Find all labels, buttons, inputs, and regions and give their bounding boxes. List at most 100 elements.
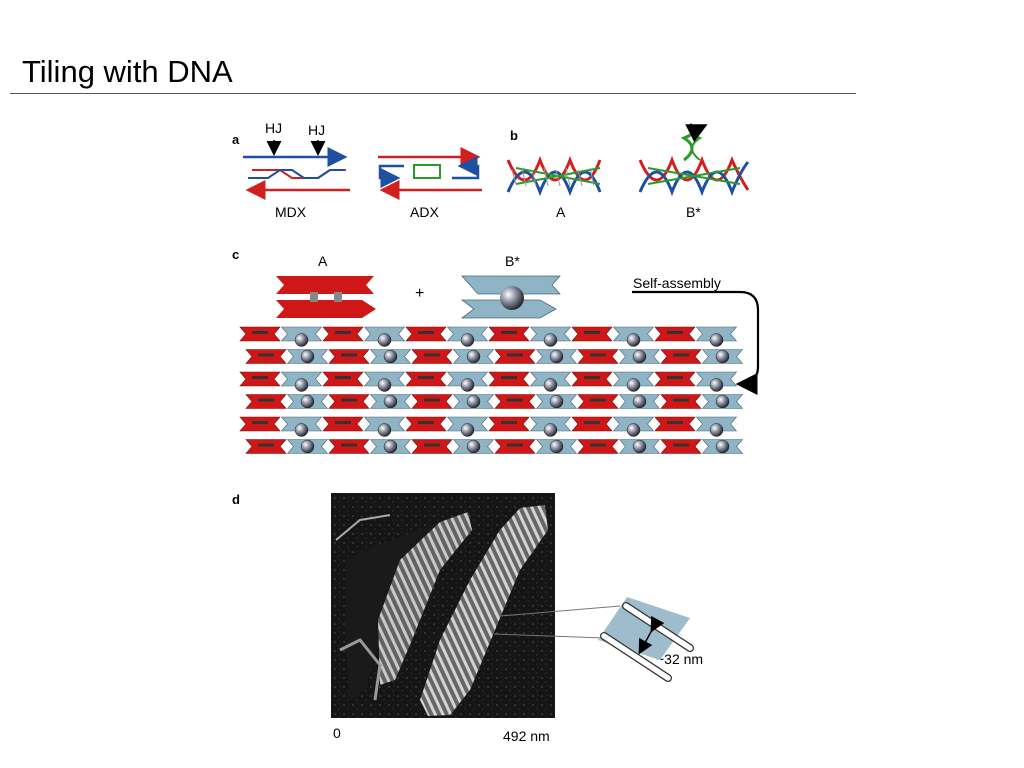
mdx-diagram: [243, 140, 350, 200]
lattice-sphere: [626, 378, 641, 392]
lattice-sphere: [626, 423, 641, 437]
lattice-sphere: [460, 423, 475, 437]
hj-label-2: HJ: [308, 122, 326, 138]
lattice-tile-a-linker: [424, 398, 440, 402]
slide-title: Tiling with DNA: [22, 54, 233, 89]
adx-diagram: [378, 147, 482, 200]
zoom-line-bottom: [493, 633, 605, 639]
panel-d-letter: d: [232, 492, 240, 507]
lattice-tile-a-linker: [258, 398, 274, 402]
lattice-tile-a-linker: [424, 353, 440, 357]
lattice-tile-a-linker: [590, 443, 606, 447]
lattice-tile-a-linker: [341, 398, 357, 402]
panel-a-letter: a: [232, 132, 240, 147]
self-assembly-arrow: [632, 290, 760, 395]
lattice-sphere: [460, 378, 475, 392]
lattice-tile-a-linker: [507, 353, 523, 357]
lattice-sphere: [632, 439, 647, 454]
lattice-sphere: [549, 439, 564, 454]
lattice-sphere: [709, 423, 724, 437]
lattice-tile-a-linker: [335, 376, 351, 379]
helix-a-label: A: [556, 204, 566, 220]
tile-b-star-label: B*: [505, 253, 520, 269]
lattice-tile-a-linker: [501, 331, 517, 334]
lattice-tile-a-linker: [258, 353, 274, 357]
tile-a-icon: [276, 276, 376, 318]
adx-left-loop: [378, 164, 404, 188]
lattice-sphere: [383, 349, 398, 364]
lattice-tile-a-linker: [252, 376, 268, 379]
lattice-tile-a-linker: [507, 398, 523, 402]
mdx-crossover-blue: [248, 169, 344, 179]
lattice-tile-a-linker: [590, 398, 606, 402]
lattice-sphere: [294, 378, 309, 392]
lattice-sphere: [709, 333, 724, 347]
lattice-tile-a-linker: [584, 331, 600, 334]
lattice-sphere: [632, 394, 647, 409]
lattice-tile-a-linker: [424, 443, 440, 447]
assembled-lattice: [239, 326, 744, 454]
lattice-sphere: [383, 439, 398, 454]
lattice-tile-a-linker: [501, 376, 517, 379]
scale-start-label: 0: [333, 725, 341, 741]
lattice-sphere: [715, 349, 730, 364]
lattice-sphere: [383, 394, 398, 409]
lattice-tile-a-linker: [418, 331, 434, 334]
lattice-sphere: [300, 439, 315, 454]
panel-b-letter: b: [510, 128, 518, 143]
lattice-tile-a-linker: [584, 376, 600, 379]
plus-sign: +: [415, 285, 425, 302]
lattice-sphere: [715, 394, 730, 409]
lattice-sphere: [377, 333, 392, 347]
zoom-line-top: [499, 605, 621, 617]
lattice-sphere: [300, 394, 315, 409]
lattice-sphere: [466, 439, 481, 454]
lattice-sphere: [460, 333, 475, 347]
width-label: ~32 nm: [656, 651, 704, 667]
lattice-tile-a-linker: [507, 443, 523, 447]
lattice-sphere: [549, 349, 564, 364]
lattice-tile-a-linker: [673, 353, 689, 357]
lattice-sphere: [549, 394, 564, 409]
streptavidin-sphere: [500, 286, 524, 310]
lattice-tile-a-linker: [501, 421, 517, 424]
lattice-sphere: [300, 349, 315, 364]
lattice-tile-a-linker: [584, 421, 600, 424]
lattice-sphere: [294, 333, 309, 347]
ribbon-schematic: [598, 597, 694, 682]
lattice-tile-a-linker: [667, 331, 683, 334]
lattice-sphere: [715, 439, 730, 454]
tile-a-label: A: [318, 253, 328, 269]
lattice-tile-a-linker: [252, 421, 268, 424]
hj-label-1: HJ: [265, 120, 283, 136]
lattice-tile-a-linker: [673, 398, 689, 402]
lattice-sphere: [543, 423, 558, 437]
lattice-tile-a-linker: [590, 353, 606, 357]
afm-image: [331, 493, 555, 718]
lattice-tile-a-linker: [341, 353, 357, 357]
helix-b-star: [638, 122, 750, 197]
self-assembly-label: Self-assembly: [633, 275, 721, 291]
lattice-tile-a-linker: [258, 443, 274, 447]
helix-b-star-label: B*: [686, 204, 701, 220]
lattice-tile-a-linker: [667, 421, 683, 424]
lattice-tile-a-linker: [335, 331, 351, 334]
adx-green-box: [413, 164, 441, 179]
lattice-sphere: [626, 333, 641, 347]
panel-c-letter: c: [232, 247, 240, 262]
lattice-sphere: [543, 333, 558, 347]
lattice-tile-a-linker: [341, 443, 357, 447]
lattice-sphere: [377, 378, 392, 392]
scale-end-label: 492 nm: [503, 728, 550, 744]
lattice-sphere: [466, 394, 481, 409]
adx-label: ADX: [410, 204, 439, 220]
lattice-sphere: [709, 378, 724, 392]
mdx-label: MDX: [275, 204, 307, 220]
lattice-tile-a-linker: [252, 331, 268, 334]
title-divider: [10, 93, 856, 94]
helix-a: [506, 155, 602, 197]
lattice-sphere: [632, 349, 647, 364]
lattice-tile-a-linker: [667, 376, 683, 379]
lattice-sphere: [543, 378, 558, 392]
